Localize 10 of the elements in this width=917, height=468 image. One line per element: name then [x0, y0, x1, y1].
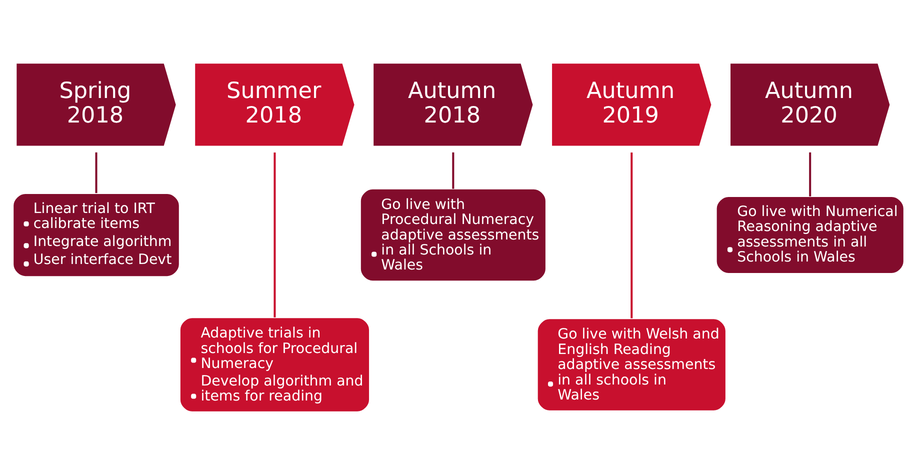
node-box: Go live with Procedural Numeracy adaptive assessments in all Schools in Wales	[360, 188, 546, 282]
node-box: Adaptive trials in schools for Procedural Numeracy Develop algorithm and items for reading	[179, 316, 370, 412]
node-box: Go live with Welsh and English Reading adaptive assessments in all schools in Wales	[536, 318, 726, 411]
connector	[809, 152, 812, 196]
connector	[452, 152, 454, 188]
node-box: Linear trial to IRT calibrate items Integrate algorithm User interface Devt	[12, 192, 180, 277]
connector	[630, 152, 633, 318]
connector	[274, 152, 276, 317]
connector	[95, 152, 98, 193]
node-box: Go live with Numerical Reasoning adaptive assessments in all Schools in Wales	[716, 195, 904, 274]
